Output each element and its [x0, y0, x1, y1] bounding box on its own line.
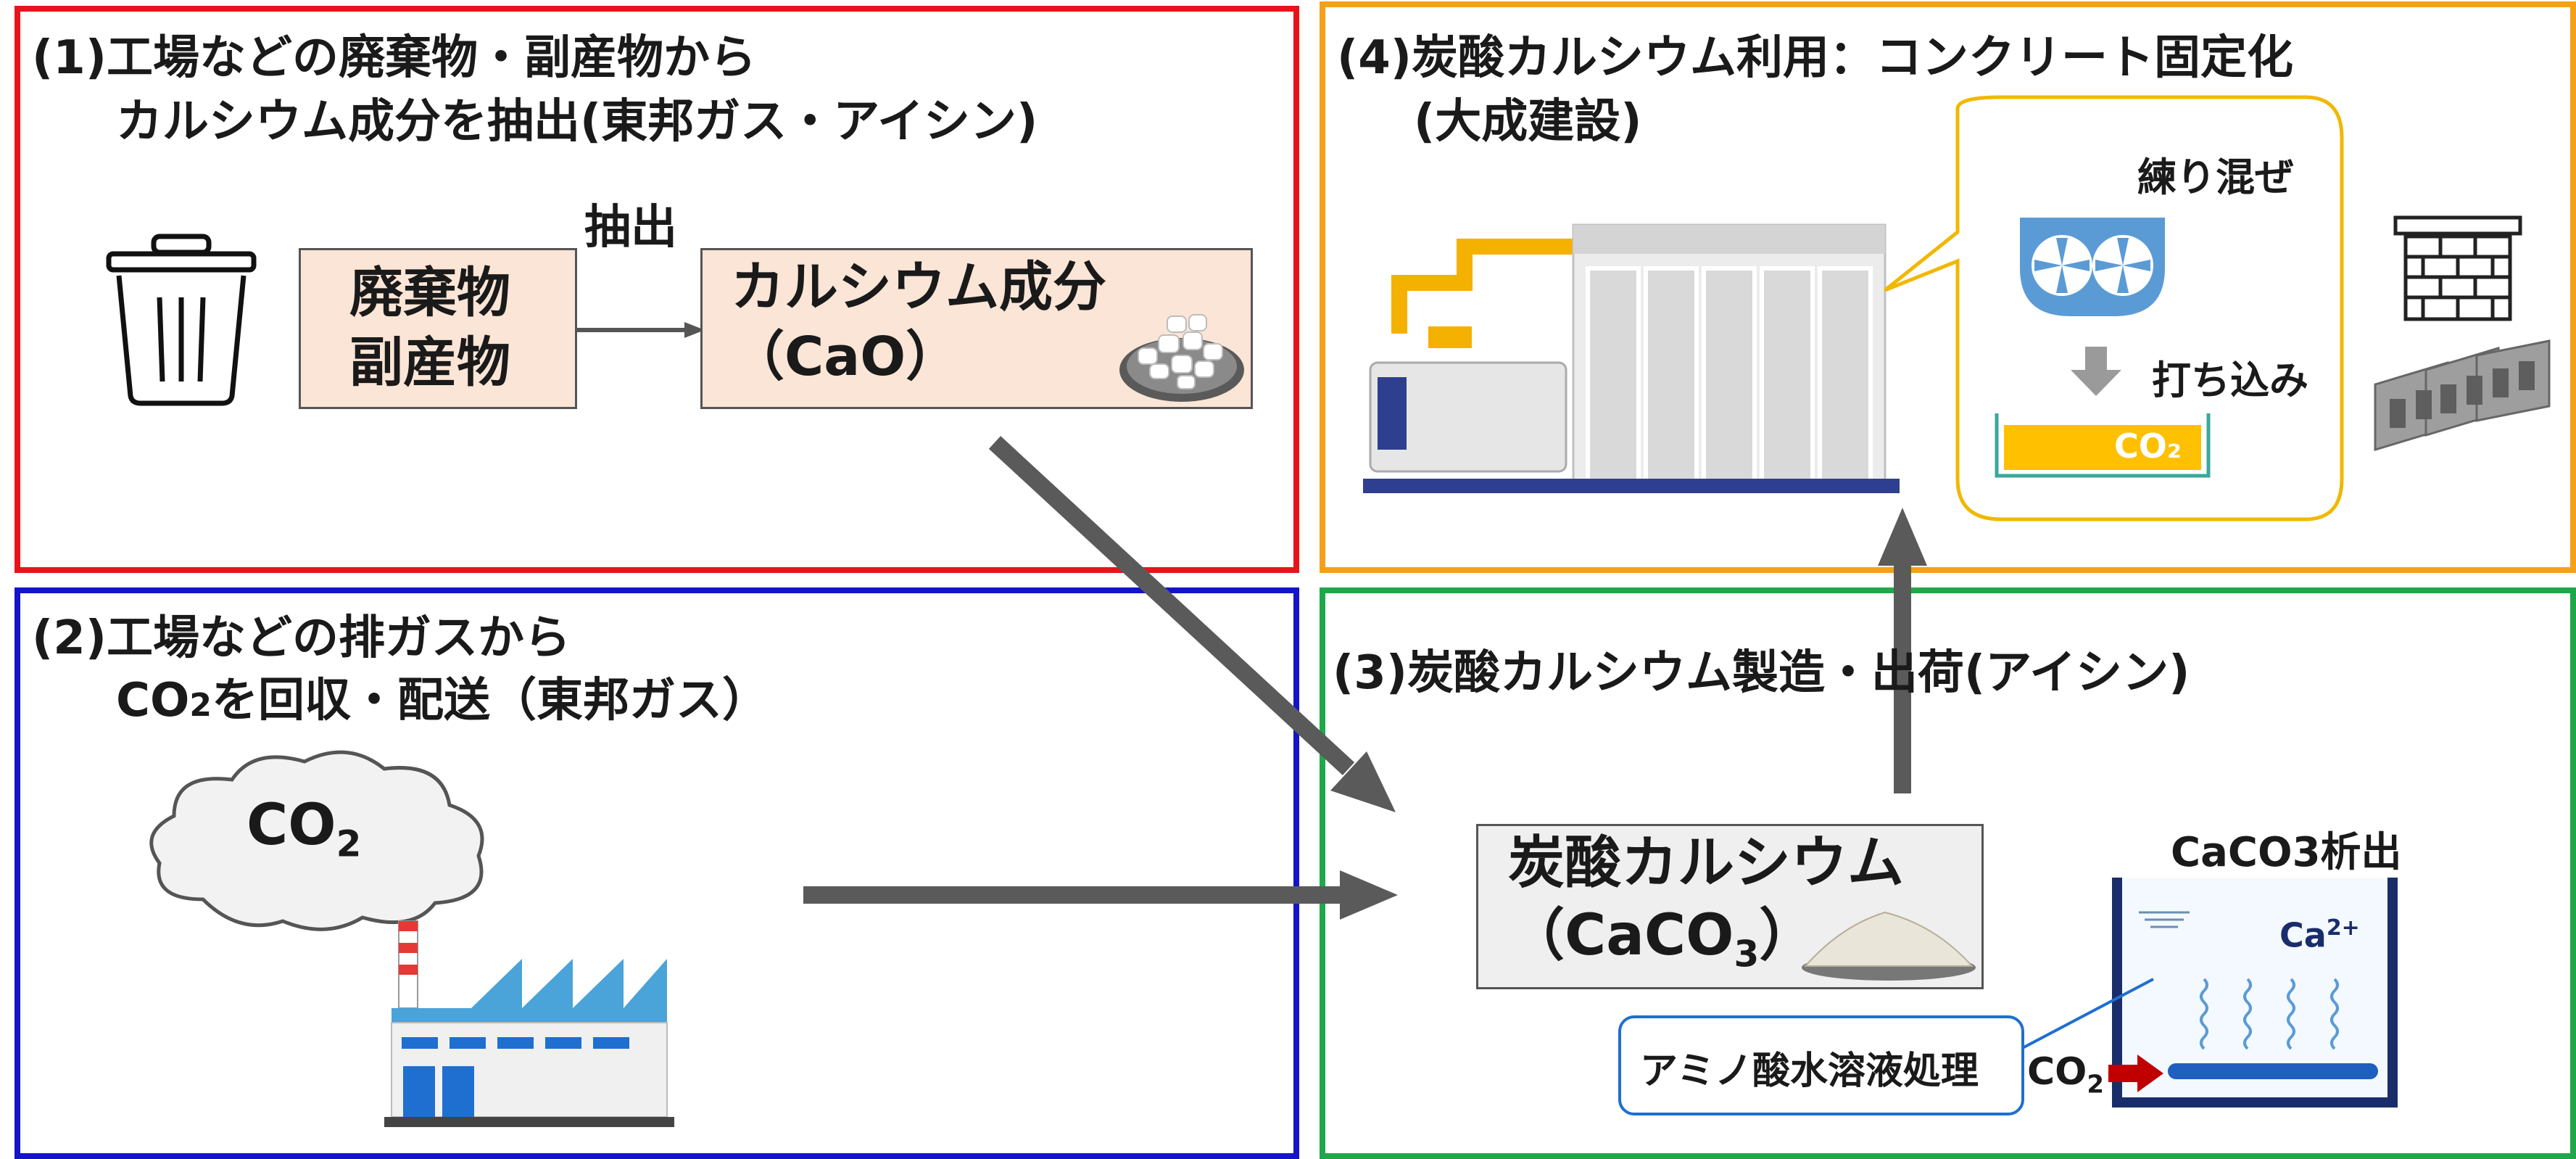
cao-box-line1: カルシウム成分: [731, 256, 1106, 318]
ca-ion-sup: 2+: [2326, 915, 2360, 941]
concrete-plant-icon: [1363, 223, 1900, 493]
co2-inlet-sub: 2: [2087, 1070, 2105, 1100]
panel-1-extraction: [15, 6, 1299, 573]
waste-box-line1: 廃棄物: [349, 262, 510, 324]
cloud-co: CO: [247, 793, 336, 858]
panel-2-title-rest: を回収・配送（東邦ガス）: [212, 674, 769, 727]
caco3-box-line1: 炭酸カルシウム: [1508, 830, 1905, 896]
caco3-powder-icon: [1802, 911, 1976, 981]
panel-4-utilization: [1320, 1, 2576, 573]
cloud-sub: 2: [336, 822, 362, 865]
amino-acid-callout: [1618, 1015, 2024, 1115]
ca-ion-text: Ca: [2279, 915, 2327, 955]
co2-inlet-arrow: [2108, 1055, 2163, 1092]
amino-acid-label: アミノ酸水溶液処理: [1640, 1049, 1979, 1093]
arrow-head-utilization: [1878, 508, 1927, 566]
caco3-box-line2: （CaCO3）: [1508, 899, 1815, 991]
panel-2-title-line2: CO2を回収・配送（東邦ガス）: [116, 672, 769, 735]
co2-inlet-co: CO: [2027, 1050, 2087, 1094]
waste-box: [299, 248, 577, 409]
beaker-icon: [2112, 878, 2398, 1108]
ca-ion-label: Ca2+: [2279, 915, 2360, 954]
waste-box-line2: 副産物: [349, 331, 510, 394]
panel-3-manufacture: [1320, 587, 2576, 1159]
panel-4-title-line1: (4)炭酸カルシウム利用：コンクリート固定化: [1337, 31, 2294, 85]
co2-tray-icon: [1995, 413, 2211, 478]
panel-4-title-line2: (大成建設): [1414, 95, 1642, 149]
arrow-head-co2: [1340, 870, 1398, 920]
extract-label: 抽出: [584, 201, 677, 255]
caco3-line2-sub: 3: [1734, 933, 1760, 976]
mixing-label: 練り混ぜ: [2137, 154, 2294, 200]
trash-icon: [106, 234, 257, 406]
panel-2-title-sub: 2: [189, 687, 212, 724]
mixer-icon: [2020, 218, 2165, 316]
tray-co2-label: CO₂: [2114, 426, 2182, 466]
brick-wall-icon: [2393, 215, 2522, 321]
panel-1-title-line1: (1)工場などの廃棄物・副産物から: [32, 31, 757, 85]
panel-2-title-co: CO: [116, 674, 190, 727]
arrow-head-cao: [1330, 751, 1396, 812]
panel-3-title: (3)炭酸カルシウム製造・出荷(アイシン): [1333, 646, 2190, 700]
cao-box-line2: （CaO）: [731, 326, 960, 388]
caco3-line2-a: （CaCO: [1508, 903, 1734, 968]
panel-2-title-line1: (2)工場などの排ガスから: [32, 611, 571, 665]
arrow-cao-to-manufacture: [988, 436, 1355, 775]
caco3-line2-b: ）: [1759, 903, 1816, 968]
extract-arrow: [577, 322, 705, 338]
factory-icon: [384, 920, 674, 1127]
amino-callout-pointer: [2015, 978, 2154, 1053]
concrete-blocks-icon: [2374, 339, 2551, 452]
co2-cloud-icon: [149, 750, 484, 931]
cloud-co2-label: CO2: [247, 791, 361, 879]
precipitation-label: CaCO3析出: [2171, 829, 2402, 876]
cao-pebbles-icon: [1119, 314, 1244, 402]
pouring-label: 打ち込み: [2152, 358, 2308, 403]
panel-2-gas-recovery: [15, 587, 1299, 1159]
pour-arrow-icon: [2071, 347, 2121, 396]
co2-inlet-label: CO2: [2027, 1050, 2104, 1099]
panel-1-title-line2: カルシウム成分を抽出(東邦ガス・アイシン): [116, 95, 1038, 149]
